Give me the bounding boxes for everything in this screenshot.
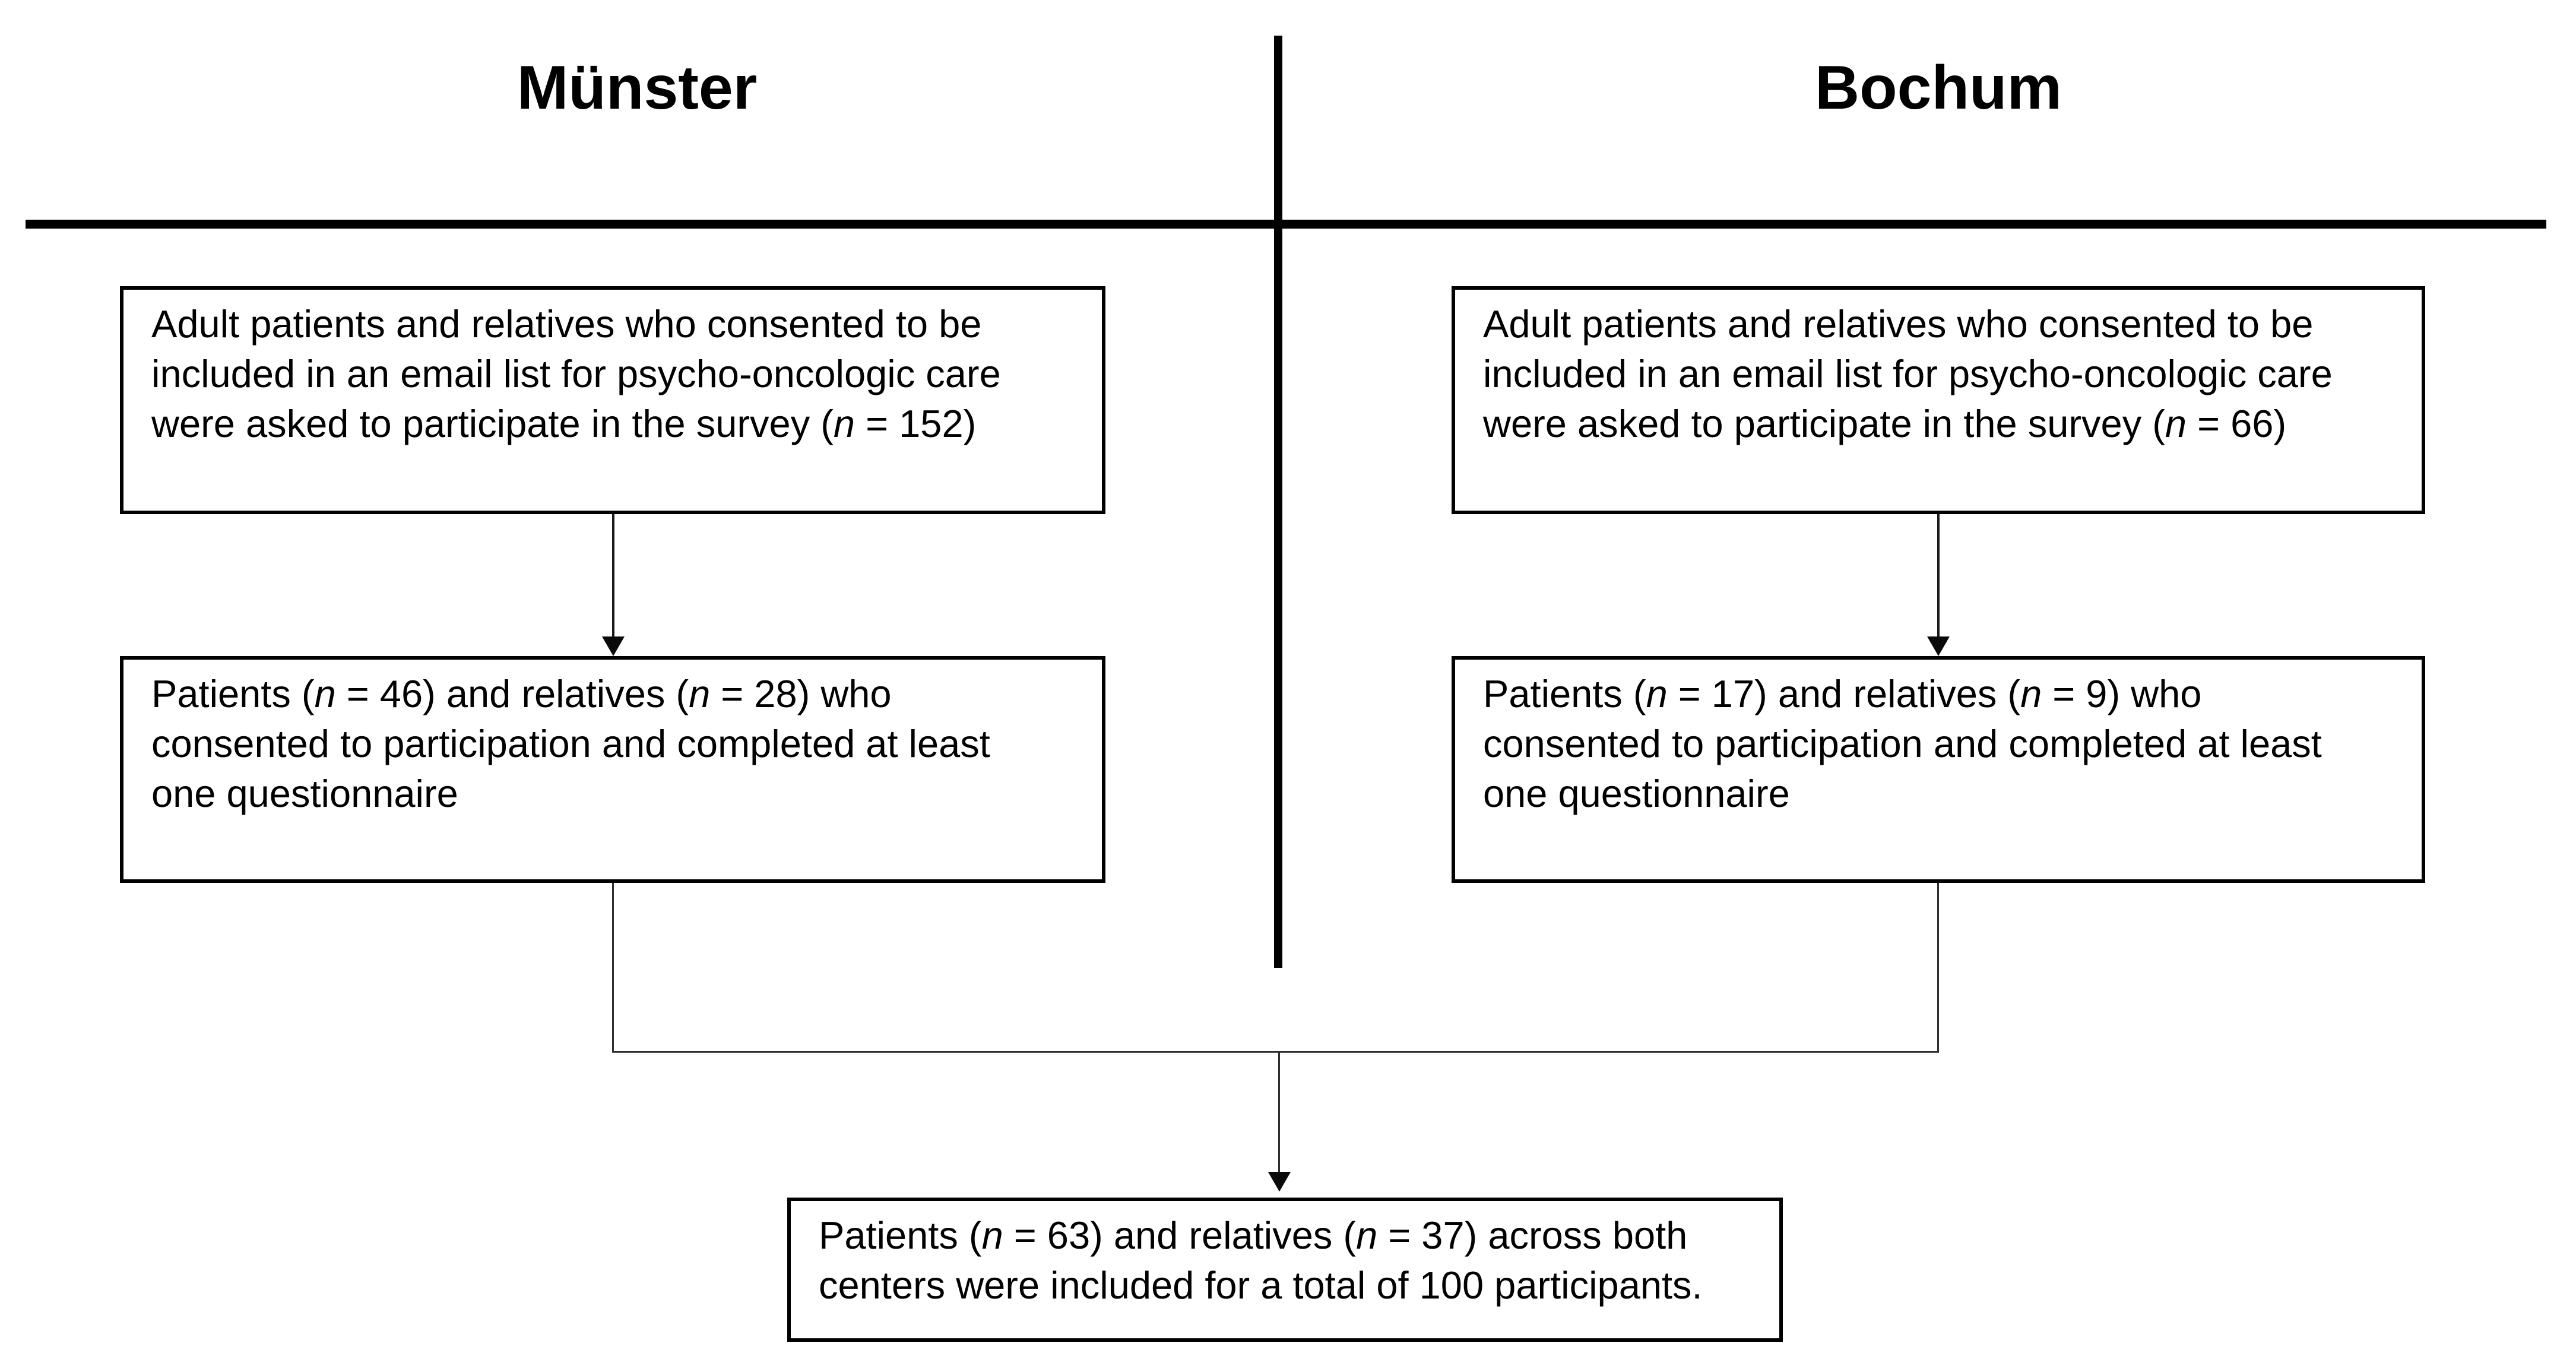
column-header-bochum: Bochum xyxy=(1815,53,2062,122)
column-header-muenster: Münster xyxy=(517,53,758,122)
box-total-included: Patients (n = 63) and relatives (n = 37)… xyxy=(787,1198,1783,1342)
merge-connector-horizontal xyxy=(612,1051,1939,1053)
box-bochum-consented: Patients (n = 17) and relatives (n = 9) … xyxy=(1452,656,2425,883)
box-bochum-invited-text: Adult patients and relatives who consent… xyxy=(1483,302,2333,445)
box-bochum-consented-text: Patients (n = 17) and relatives (n = 9) … xyxy=(1483,672,2322,815)
merge-connector-center-stem xyxy=(1278,1051,1280,1173)
column-divider-line xyxy=(1274,36,1282,968)
arrow-bochum-stem xyxy=(1937,514,1940,638)
box-bochum-invited: Adult patients and relatives who consent… xyxy=(1452,286,2425,514)
arrow-muenster-arrowhead-icon xyxy=(602,636,625,656)
merge-connector-right-drop xyxy=(1937,883,1939,1052)
box-muenster-invited-text: Adult patients and relatives who consent… xyxy=(151,302,1001,445)
arrow-bochum-arrowhead-icon xyxy=(1927,636,1950,656)
box-muenster-consented: Patients (n = 46) and relatives (n = 28)… xyxy=(120,656,1105,883)
box-muenster-invited: Adult patients and relatives who consent… xyxy=(120,286,1105,514)
box-total-included-text: Patients (n = 63) and relatives (n = 37)… xyxy=(819,1214,1703,1307)
box-muenster-consented-text: Patients (n = 46) and relatives (n = 28)… xyxy=(151,672,990,815)
merge-arrowhead-icon xyxy=(1268,1172,1291,1192)
merge-connector-left-drop xyxy=(612,883,614,1052)
header-rule-line xyxy=(26,220,2546,229)
arrow-muenster-stem xyxy=(612,514,614,638)
